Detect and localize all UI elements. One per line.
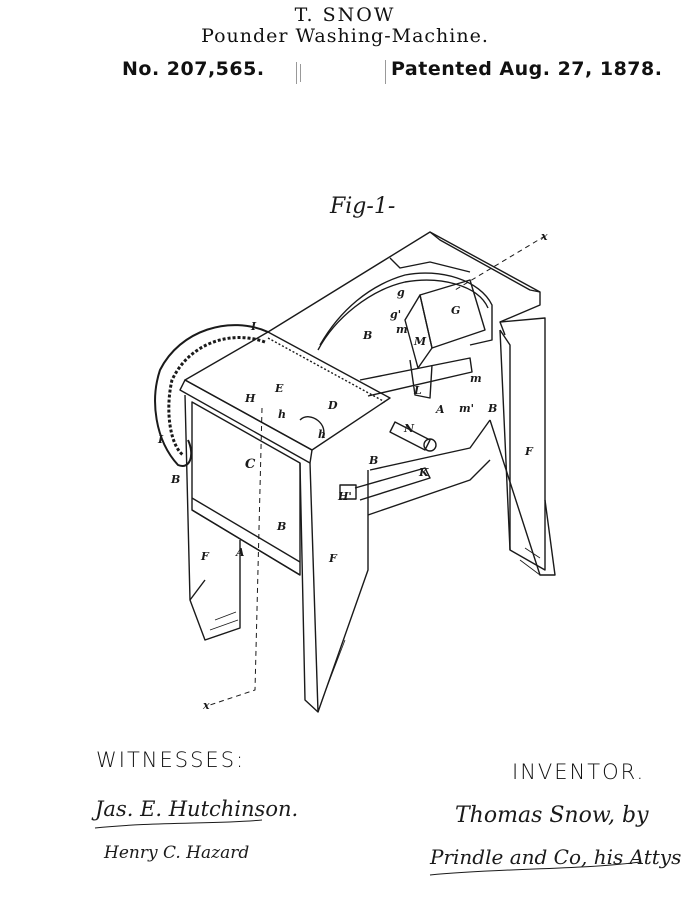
ref-letter: B [368, 454, 378, 467]
ref-letter: x [202, 699, 210, 712]
inventor-signature: Thomas Snow, by [455, 803, 649, 828]
ref-letter: m [396, 323, 408, 336]
ref-letter: M [413, 335, 427, 348]
ref-letter: m [470, 372, 482, 385]
ref-letter: m' [459, 402, 474, 415]
front-left-leg [184, 394, 241, 641]
scan-mark [385, 60, 386, 84]
ref-letter: B [487, 402, 497, 415]
tub-opening [319, 272, 493, 346]
witness-signature-2: Henry C. Hazard [103, 843, 249, 863]
crank-handle [354, 467, 431, 501]
cord-loop [154, 324, 269, 467]
signature-flourish [94, 819, 263, 829]
ref-letter: g' [390, 308, 401, 321]
patent-date: Patented Aug. 27, 1878. [391, 58, 663, 80]
patent-number: No. 207,565. [122, 58, 265, 80]
figure-label: Fig-1- [329, 194, 395, 219]
witness-signature-1: Jas. E. Hutchinson. [91, 797, 298, 821]
ref-letter: C [245, 457, 256, 472]
ref-letter: H [244, 392, 256, 405]
inventor-label: INVENTOR. [512, 760, 646, 784]
ref-letter: B [276, 520, 286, 533]
ref-letter: g [397, 286, 405, 299]
ref-letter: D [327, 399, 338, 412]
scan-mark [296, 62, 297, 84]
ref-letter: L [413, 384, 422, 397]
witnesses-label: WITNESSES: [96, 748, 246, 772]
ref-letter: H' [337, 490, 352, 503]
signature-flourish [429, 861, 641, 876]
ref-letter: E [274, 382, 284, 395]
scan-mark [300, 64, 301, 82]
inventor-name: T. SNOW [294, 4, 396, 26]
ref-letter: A [435, 403, 445, 416]
ref-letter: K [418, 466, 429, 479]
ref-letter: h [278, 408, 286, 421]
front-right-leg [299, 462, 369, 713]
ref-letter: N [403, 422, 415, 435]
ref-letter: F [524, 445, 534, 458]
ref-letter: F [328, 552, 338, 565]
ref-letter: F [200, 550, 210, 563]
ref-letter: x [540, 230, 548, 243]
ref-letter: A [235, 546, 245, 559]
ref-letter: B [362, 329, 372, 342]
ref-letter: B [170, 473, 180, 486]
pounder-shaft [359, 357, 473, 397]
top-tray-outline [267, 231, 541, 336]
ref-letter: I [250, 320, 257, 333]
ref-letter: G [451, 304, 460, 317]
patent-title: Pounder Washing-Machine. [201, 25, 489, 47]
ref-letter: h [318, 428, 326, 441]
lid-board [184, 331, 391, 451]
rear-leg [499, 317, 546, 571]
ref-letter: I [157, 433, 164, 446]
attorney-signature: Prindle and Co, his Attys [429, 845, 681, 869]
axis-line-x-lower [209, 407, 263, 706]
